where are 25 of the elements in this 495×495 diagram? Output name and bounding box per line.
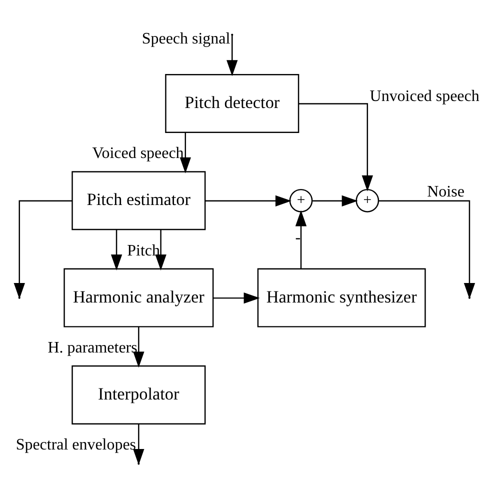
arrow bbox=[133, 326, 144, 368]
edge-label: Speech signal bbox=[142, 30, 230, 48]
arrow bbox=[110, 230, 122, 271]
edge-label: Spectral envelopes bbox=[16, 436, 136, 454]
edge-label: H. parameters bbox=[48, 339, 138, 356]
arrow bbox=[213, 292, 260, 304]
node-box: Harmonic synthesizer bbox=[257, 268, 426, 328]
arrow bbox=[180, 132, 191, 174]
node-circle: + bbox=[356, 188, 380, 212]
node-box: Pitch estimator bbox=[72, 171, 206, 230]
edge-label: Pitch bbox=[127, 242, 160, 260]
edge-label: Unvoiced speech bbox=[370, 88, 480, 106]
node-box: Interpolator bbox=[72, 365, 206, 424]
arrow bbox=[298, 103, 373, 192]
node-circle: + bbox=[289, 188, 313, 212]
arrow bbox=[155, 230, 166, 271]
node-box: Pitch detector bbox=[165, 74, 300, 133]
arrow bbox=[226, 36, 238, 76]
arrow bbox=[295, 210, 307, 269]
arrow bbox=[205, 195, 292, 207]
arrow bbox=[312, 195, 358, 207]
node-box: Harmonic analyzer bbox=[64, 268, 214, 328]
edge-label: - bbox=[295, 230, 301, 247]
edge-label: Voiced speech bbox=[92, 145, 184, 162]
edge-label: Noise bbox=[427, 183, 464, 200]
